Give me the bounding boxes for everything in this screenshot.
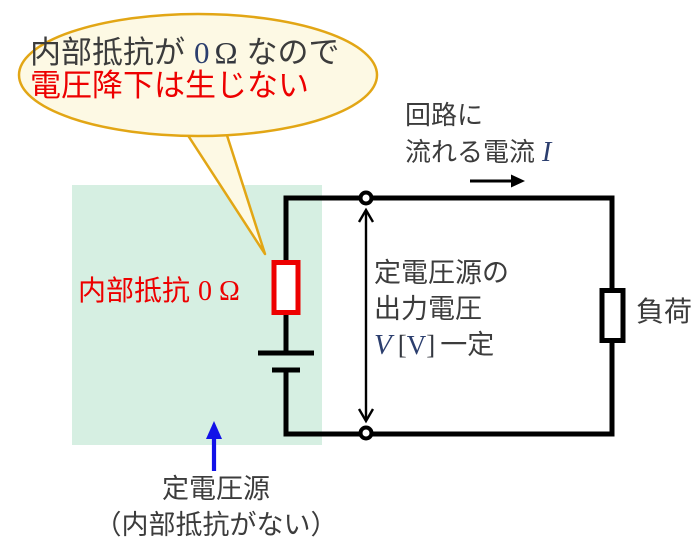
voltage-unit: V — [406, 330, 427, 360]
voltage-span-double-arrow-icon — [357, 207, 375, 424]
voltage-constant-suffix: 一定 — [440, 330, 495, 360]
voltage-label-line2: 出力電圧 — [374, 294, 482, 324]
voltage-label-line3: V[V]一定 — [374, 327, 509, 363]
current-symbol: I — [542, 137, 552, 168]
speech-bubble — [17, 12, 379, 138]
internal-resistance-prefix: 内部抵抗 — [78, 275, 191, 306]
output-voltage-label: 定電圧源の 出力電圧 V[V]一定 — [374, 255, 509, 363]
source-pointer-arrow-icon — [206, 421, 222, 471]
internal-resistor-symbol — [271, 260, 301, 315]
source-caption-line2: （内部抵抗がない） — [94, 510, 338, 540]
terminal-node-bottom — [358, 425, 374, 441]
bracket-open: [ — [397, 330, 407, 360]
voltage-label-line1: 定電圧源の — [374, 258, 509, 288]
load-resistor-symbol — [599, 288, 626, 343]
current-label-line2-text: 流れる電流 — [405, 137, 536, 167]
current-direction-arrow-icon — [470, 174, 525, 188]
bubble-line2: 電圧降下は生じない — [30, 68, 309, 103]
bubble-line1-post: なので — [246, 35, 340, 70]
bracket-close: ] — [426, 330, 436, 360]
source-caption-line1: 定電圧源 — [162, 474, 270, 504]
bubble-omega-unit: Ω — [214, 35, 238, 70]
terminal-node-top — [358, 190, 374, 206]
voltage-symbol: V — [374, 329, 392, 361]
current-label-line1: 回路に — [405, 100, 484, 130]
load-label: 負荷 — [636, 296, 693, 327]
source-caption: 定電圧源 （内部抵抗がない） — [56, 471, 376, 543]
internal-resistance-value: 0 Ω — [198, 276, 240, 307]
bubble-zero-value: 0 — [194, 35, 210, 70]
bubble-line1-pre: 内部抵抗が — [30, 35, 185, 70]
